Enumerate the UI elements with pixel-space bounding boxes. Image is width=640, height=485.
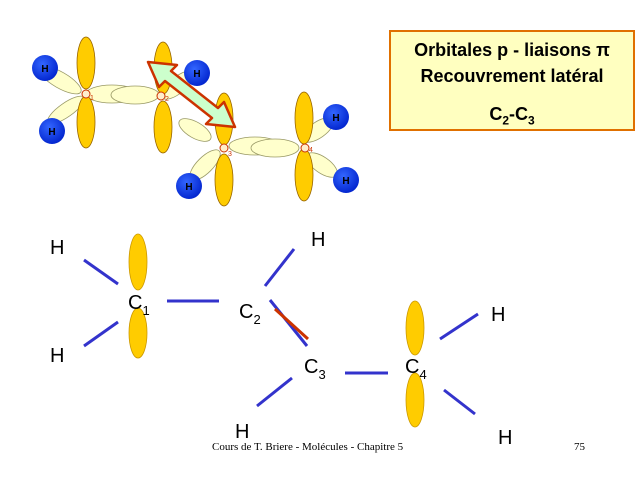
carbon-index: 2 (165, 96, 169, 103)
carbon-label-c3: C3 (304, 356, 326, 382)
hydrogen-label: H (48, 127, 55, 138)
carbon-label-c1: C1 (128, 292, 150, 318)
schema-pi-bond (273, 307, 310, 341)
schema-p-orbitals (128, 233, 425, 428)
carbon-indices: 1 2 3 4 (90, 95, 313, 158)
title-line-2: Recouvrement latéral (420, 66, 604, 86)
hydrogen-label: H (342, 176, 349, 187)
hydrogen-label: H (185, 182, 192, 193)
schema-hydrogen-label: H (491, 304, 505, 326)
orbital-model: 1 2 3 4 H H H H H H (32, 36, 359, 207)
overlap-arrow (146, 60, 237, 129)
hydrogen-label: H (41, 64, 48, 75)
carbon-label-c4: C4 (405, 356, 427, 382)
title-box: Orbitales p - liaisons π Recouvrement la… (389, 30, 635, 131)
bond-label: C2-C3 (489, 104, 535, 128)
hydrogen-label: H (332, 113, 339, 124)
schema-hydrogen-label: H (311, 229, 325, 251)
hydrogen-labels: H H H H H H (41, 64, 349, 193)
footer-text: Cours de T. Briere - Molécules - Chapitr… (212, 441, 404, 453)
hydrogen-label: H (193, 69, 200, 80)
carbon-index: 1 (90, 95, 94, 102)
carbon-index: 4 (309, 147, 313, 154)
schema-hydrogen-label: H (235, 421, 249, 443)
carbon-index: 3 (228, 151, 232, 158)
carbon-label-c2: C2 (239, 301, 261, 327)
schema-hydrogen-label: H (50, 237, 64, 259)
title-line-1: Orbitales p - liaisons π (414, 40, 610, 60)
carbon-centres (81, 89, 310, 153)
schema-hydrogen-label: H (498, 427, 512, 449)
page-number: 75 (574, 441, 585, 453)
schema-carbon-labels: C1 C2 C3 C4 (128, 292, 427, 382)
bond-schema: H H H H H H C1 C2 C3 C4 (50, 229, 512, 449)
schema-hydrogen-label: H (50, 345, 64, 367)
schema-hydrogen-labels: H H H H H H (50, 229, 512, 449)
hydrogen-atoms (32, 55, 359, 199)
